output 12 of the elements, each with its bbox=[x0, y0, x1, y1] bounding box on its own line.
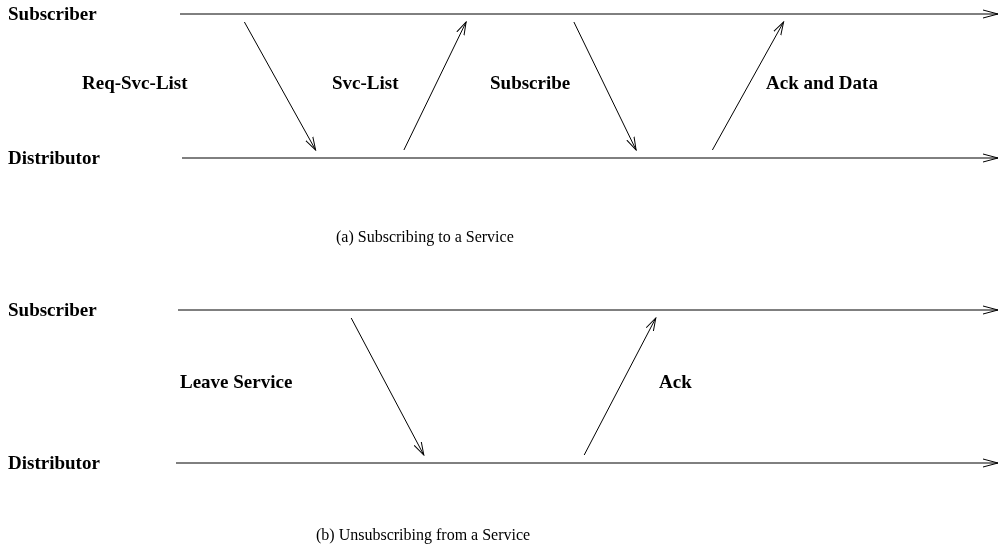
caption: (a) Subscribing to a Service bbox=[336, 227, 514, 247]
message-arrow bbox=[711, 21, 785, 151]
message-arrow bbox=[243, 21, 317, 151]
participant-label: Subscriber bbox=[8, 299, 97, 321]
caption: (b) Unsubscribing from a Service bbox=[316, 525, 531, 545]
participant-label: Distributor bbox=[8, 147, 100, 169]
participant-label: Subscriber bbox=[8, 3, 97, 25]
message-arrow bbox=[350, 317, 425, 456]
message-arrow bbox=[573, 21, 637, 151]
message-arrow bbox=[403, 21, 467, 151]
message-arrow bbox=[583, 317, 657, 456]
participant-label: Distributor bbox=[8, 452, 100, 474]
